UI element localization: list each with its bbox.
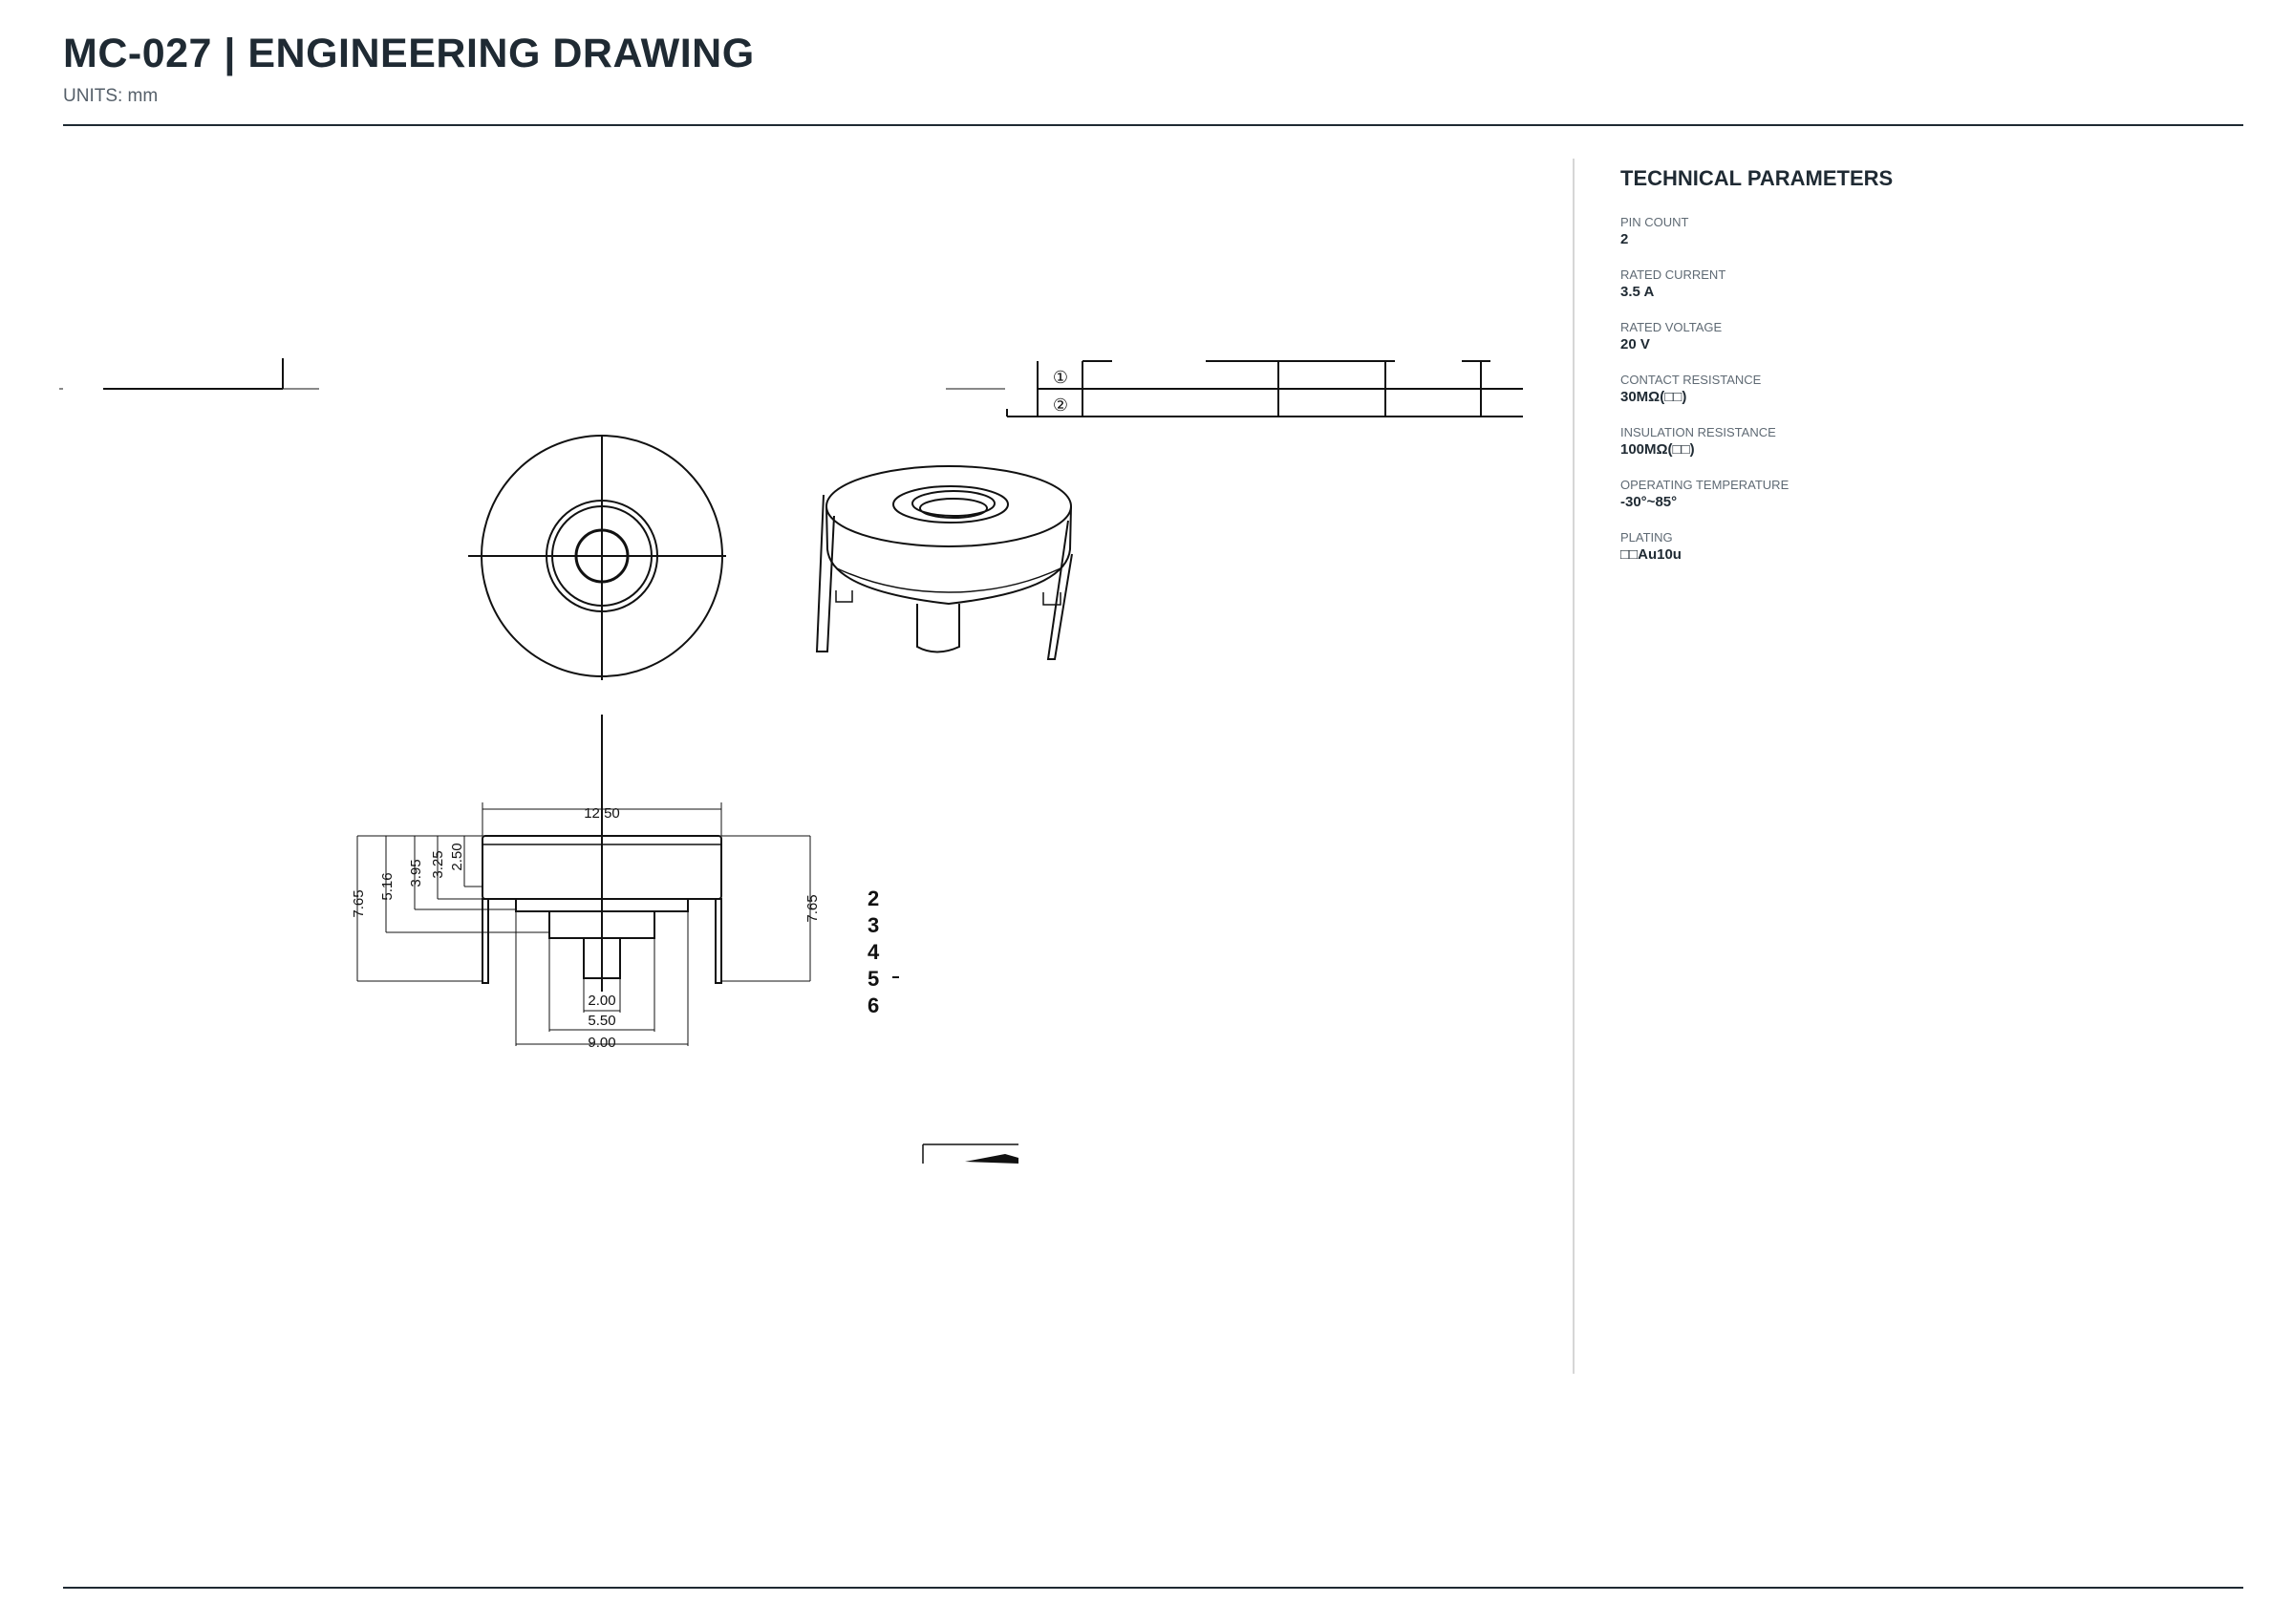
param-item: INSULATION RESISTANCE 100MΩ(□□) (1620, 424, 2194, 459)
dimension-lines (356, 802, 811, 1046)
param-label: PLATING (1620, 530, 1673, 545)
dim-395: 3.95 (408, 859, 424, 887)
pin-table-fragment (946, 360, 1523, 417)
param-value: 2 (1620, 231, 1629, 247)
param-label: PIN COUNT (1620, 215, 1689, 229)
param-value: 20 V (1620, 336, 1650, 353)
param-item: PIN COUNT 2 (1620, 214, 2194, 249)
clipped-label-6: 6 (868, 994, 879, 1017)
clipped-table-column: 2 3 4 5 6 (868, 887, 880, 1017)
param-label: RATED CURRENT (1620, 267, 1726, 282)
clipped-label-2: 2 (868, 887, 879, 910)
pin-marker-1: ① (1053, 368, 1068, 387)
top-view (468, 435, 726, 680)
param-value: □□Au10u (1620, 546, 1682, 563)
clipped-label-4: 4 (868, 940, 880, 964)
param-value: -30°~85° (1620, 494, 1678, 510)
dim-boss-diameter: 5.50 (588, 1013, 615, 1029)
dim-516: 5.16 (379, 872, 396, 900)
param-label: CONTACT RESISTANCE (1620, 373, 1762, 387)
param-item: RATED VOLTAGE 20 V (1620, 319, 2194, 354)
top-rule (63, 124, 2243, 126)
dim-325: 3.25 (430, 850, 446, 878)
pin-marker-2: ② (1053, 395, 1068, 415)
dimension-labels: 12.50 7.65 5.16 3.95 3.25 2.50 7.65 2.00… (351, 805, 821, 1051)
engineering-drawing: ① ② (59, 358, 1523, 1164)
param-item: CONTACT RESISTANCE 30MΩ(□□) (1620, 372, 2194, 407)
dim-pin-diameter: 2.00 (588, 993, 615, 1009)
units-label: UNITS: mm (63, 86, 159, 106)
dim-height-left: 7.65 (351, 889, 367, 917)
param-item: OPERATING TEMPERATURE -30°~85° (1620, 477, 2194, 512)
clipped-label-3: 3 (868, 913, 879, 937)
param-item: RATED CURRENT 3.5 A (1620, 267, 2194, 302)
param-item: PLATING□□Au10u (1620, 529, 2194, 565)
dim-height-right: 7.65 (804, 894, 821, 922)
isometric-view (815, 465, 1073, 660)
page-title: MC-027 | ENGINEERING DRAWING (63, 31, 755, 76)
header: MC-027 | ENGINEERING DRAWING UNITS: mm (63, 29, 2243, 107)
dim-250: 2.50 (449, 843, 465, 870)
frame-fragment-bottom (922, 1143, 1018, 1164)
side-view (482, 715, 722, 992)
frame-fragment-left (59, 358, 319, 390)
params-title: TECHNICAL PARAMETERS (1620, 166, 1894, 190)
param-label: RATED VOLTAGE (1620, 320, 1723, 334)
vertical-divider (1573, 159, 1575, 1374)
param-label: INSULATION RESISTANCE (1620, 425, 1776, 439)
bottom-rule (63, 1587, 2243, 1589)
clipped-label-5: 5 (868, 967, 879, 991)
param-label: OPERATING TEMPERATURE (1620, 478, 1789, 492)
param-value: 100MΩ(□□) (1620, 441, 1695, 458)
dim-overall-width: 12.50 (584, 805, 620, 822)
param-value: 3.5 A (1620, 284, 1655, 300)
clipped-mark (892, 976, 899, 978)
dim-base-diameter: 9.00 (588, 1035, 615, 1051)
param-value: 30MΩ(□□) (1620, 389, 1687, 405)
